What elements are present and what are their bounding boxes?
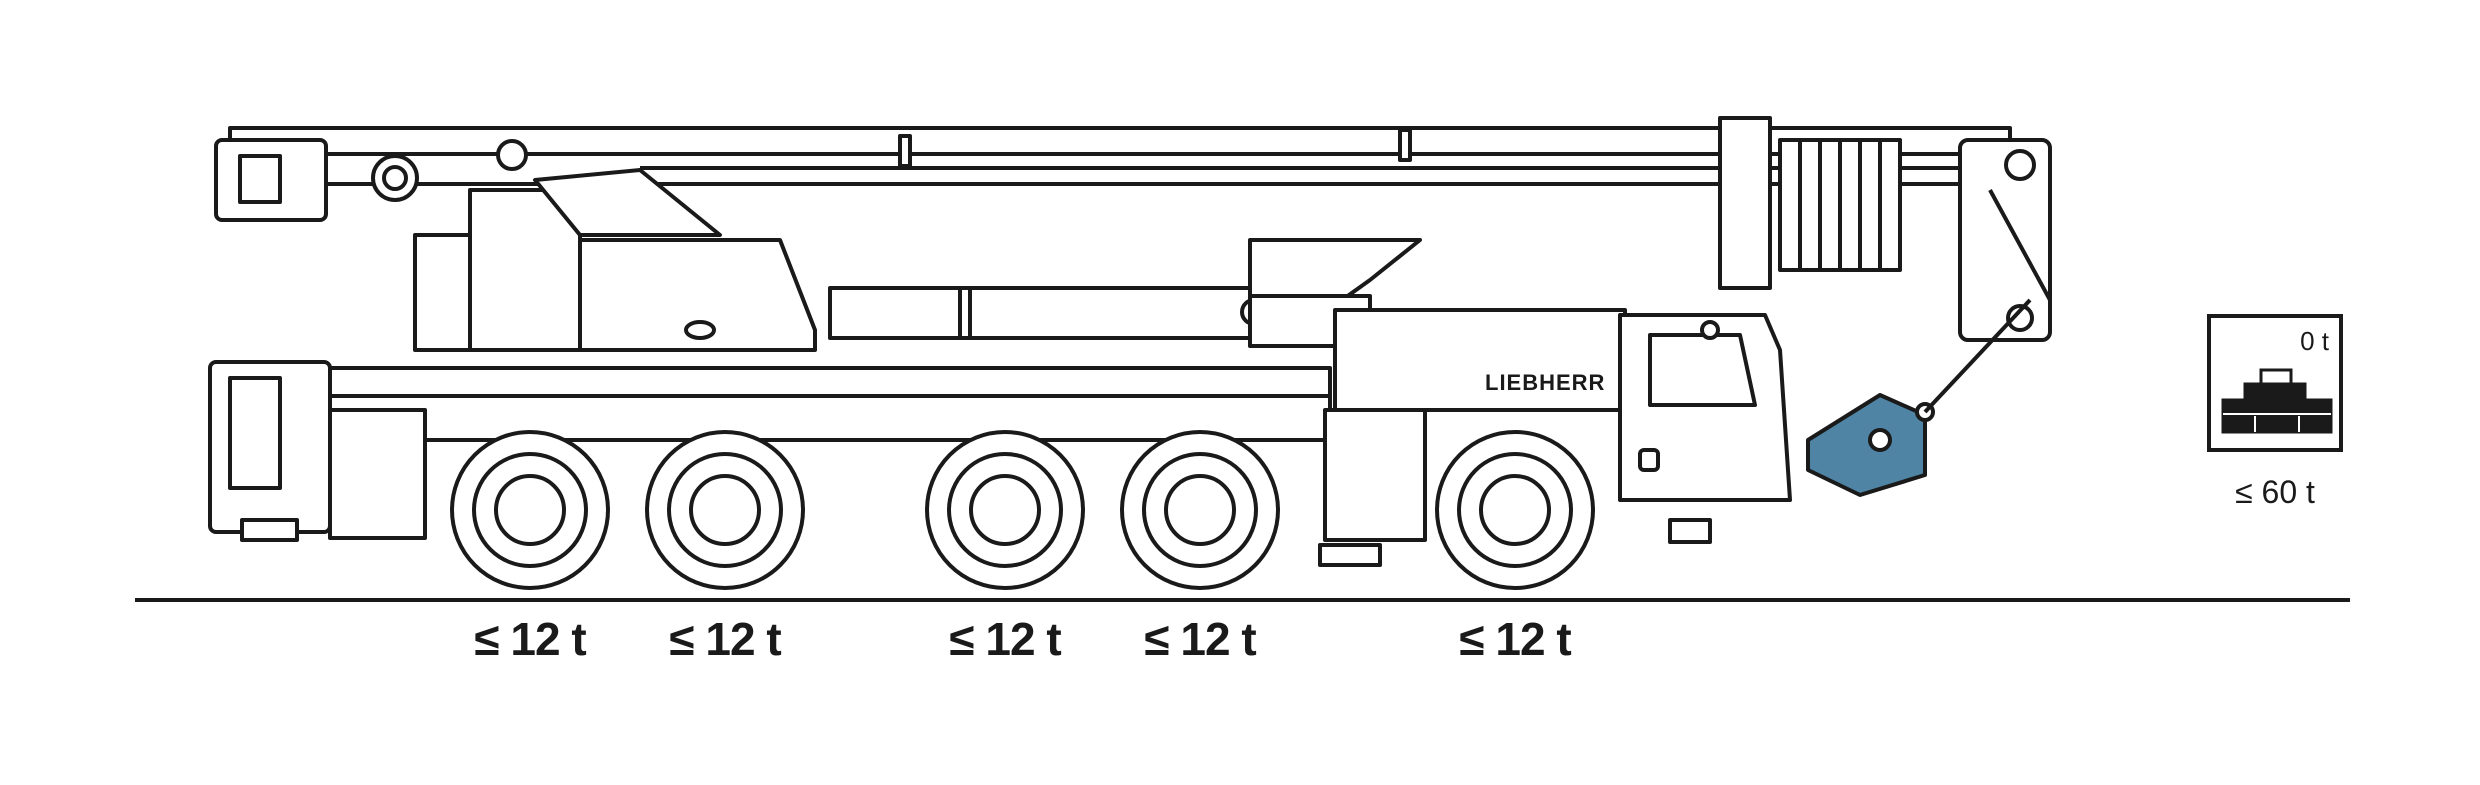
boom-head — [1958, 138, 2052, 342]
wheel-2 — [645, 430, 805, 590]
counterweight-box: 0 t — [2207, 314, 2343, 452]
wheel-5 — [1435, 430, 1595, 590]
axle-2-load-label: ≤ 12 t — [669, 613, 781, 665]
boom-root — [214, 138, 528, 222]
brand-logo: LIEBHERR — [1485, 370, 1605, 395]
cab — [1618, 313, 1792, 502]
carrier-frame — [208, 308, 1627, 542]
axle-4-load-label: ≤ 12 t — [1144, 613, 1256, 665]
axle-3-load-label: ≤ 12 t — [949, 613, 1061, 665]
hook-block — [1806, 393, 1935, 497]
counterweight-icon — [2221, 368, 2333, 434]
wheel-4 — [1120, 430, 1280, 590]
outriggers — [240, 518, 1712, 567]
axle-5-load-label: ≤ 12 t — [1459, 613, 1571, 665]
superstructure — [413, 168, 1422, 352]
counterweight-top-label: 0 t — [2300, 326, 2329, 356]
axle-1-load-label: ≤ 12 t — [474, 613, 586, 665]
counterweight-weight-label: ≤ 60 t — [2235, 474, 2315, 510]
wheel-3 — [925, 430, 1085, 590]
wheel-1 — [450, 430, 610, 590]
